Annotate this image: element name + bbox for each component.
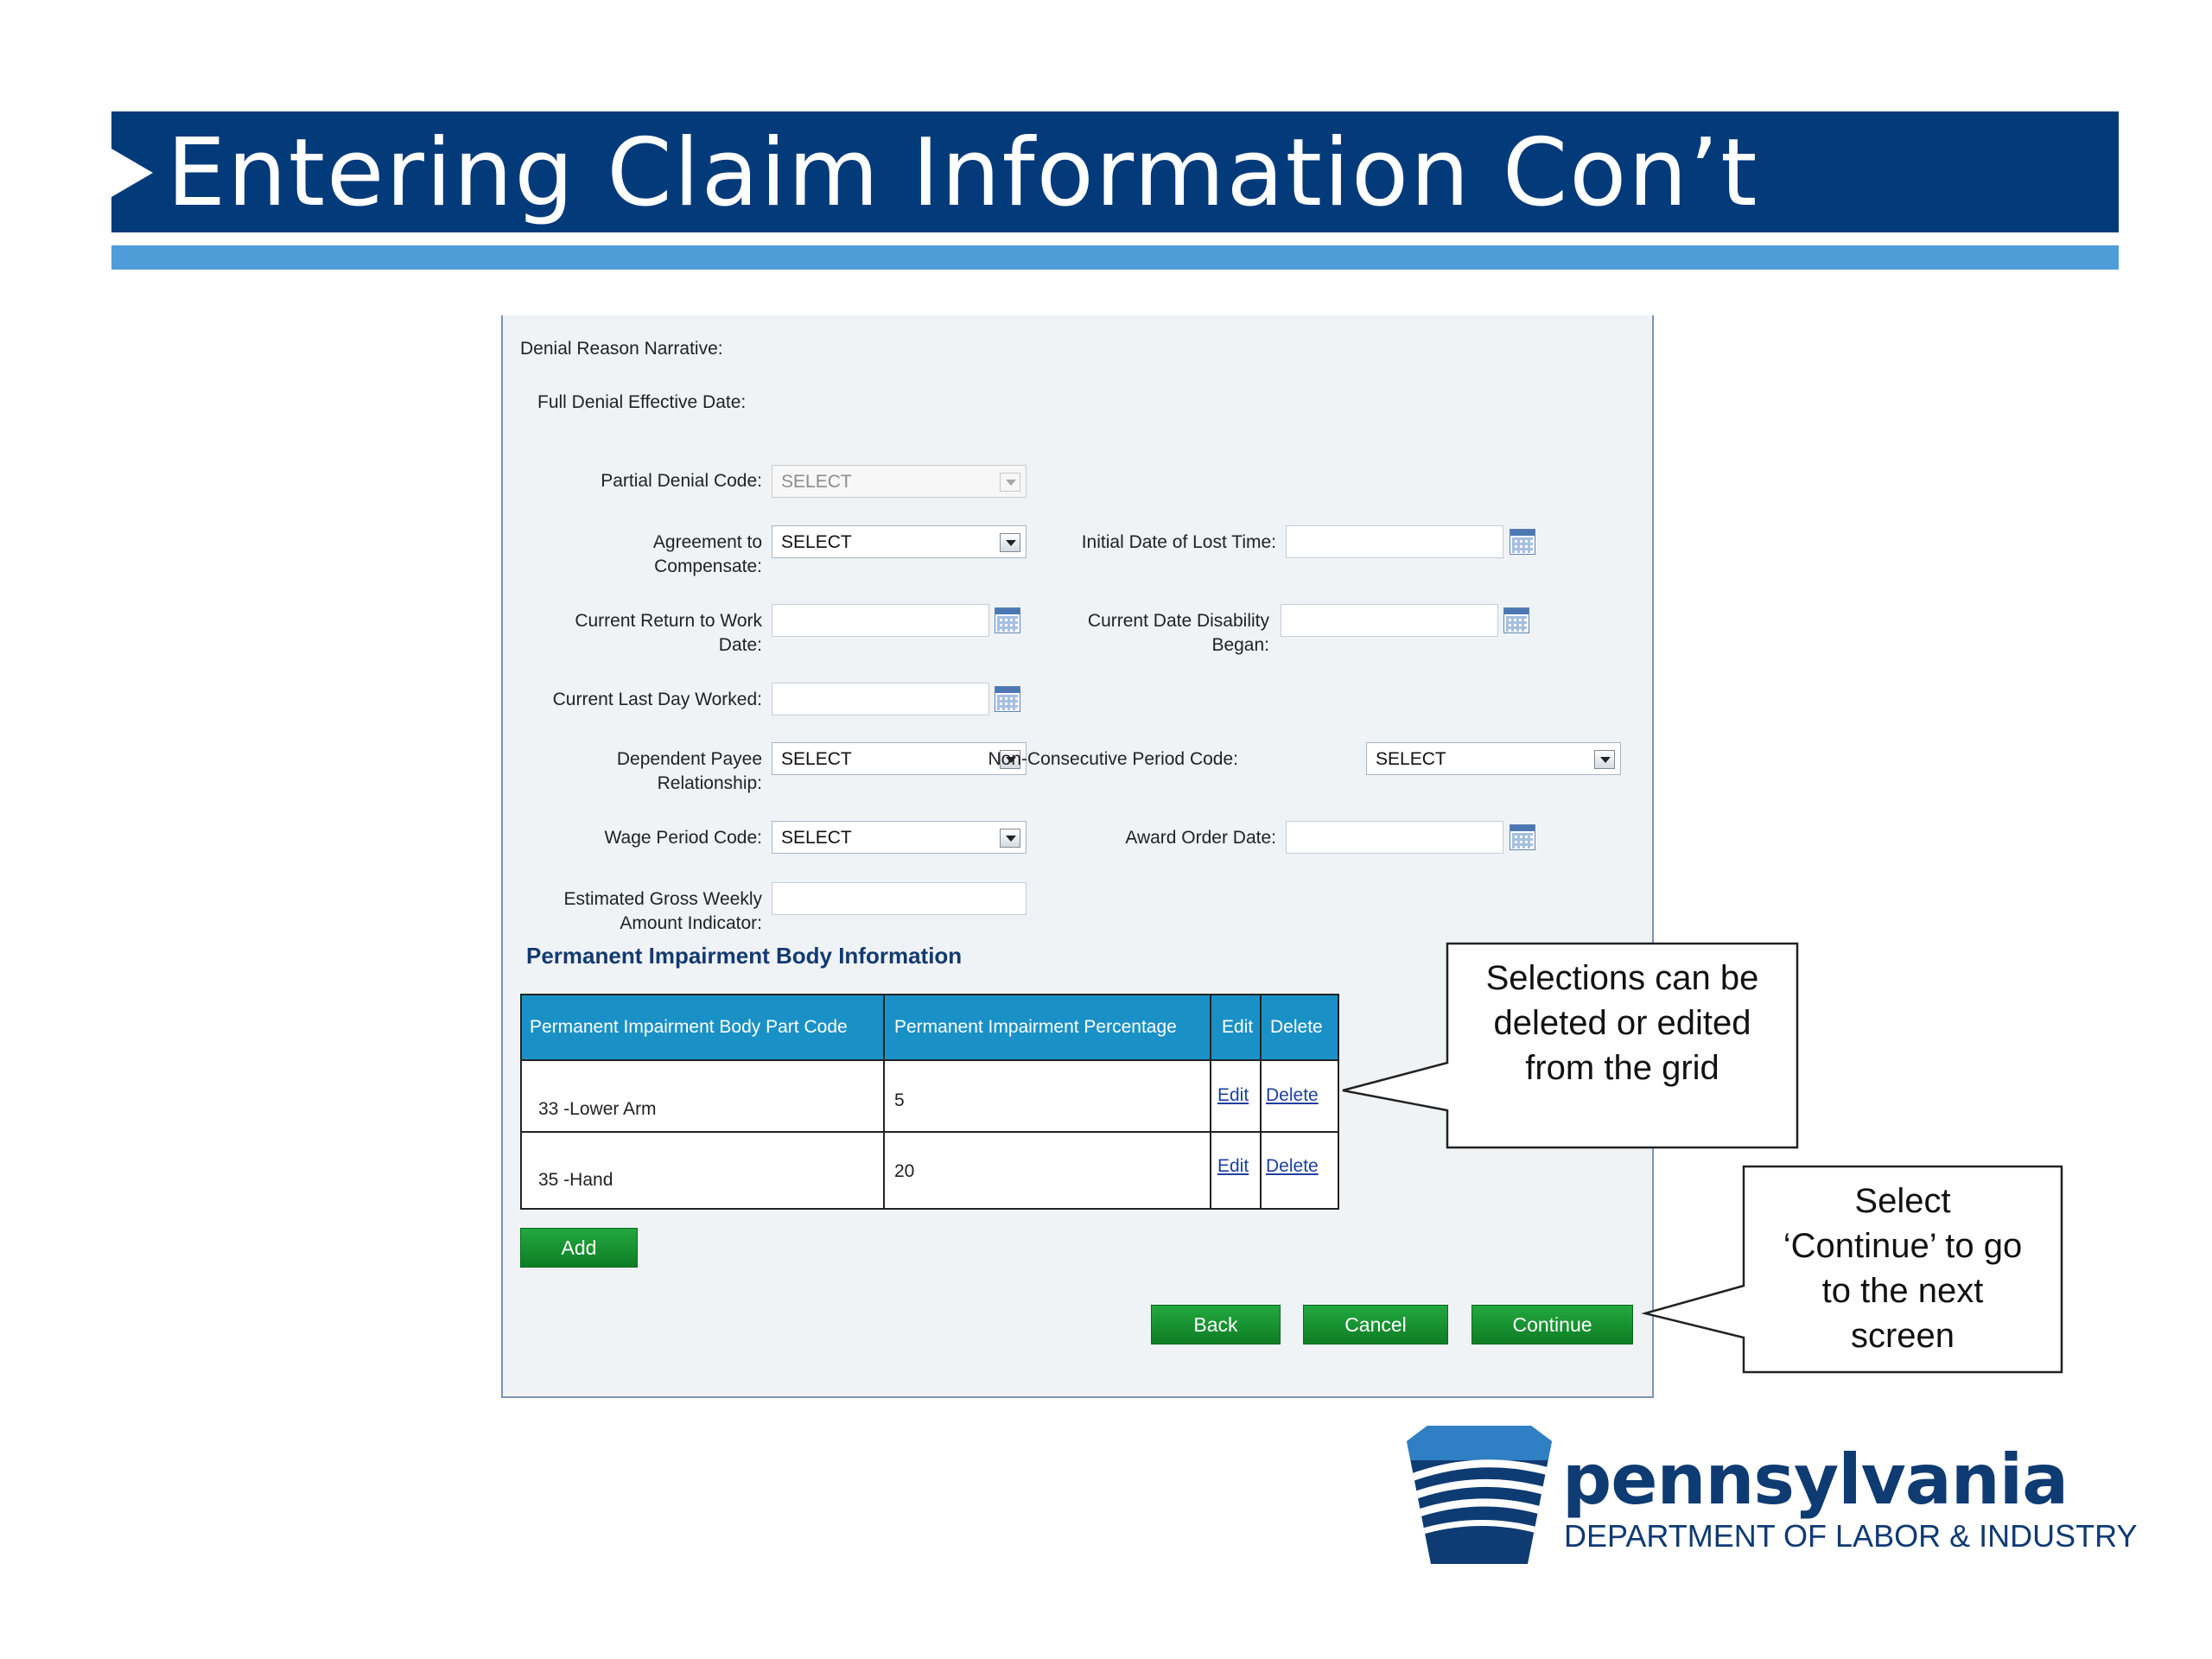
- grid-divider: [1210, 995, 1211, 1208]
- grid-divider: [522, 1059, 1338, 1061]
- add-button[interactable]: Add: [520, 1228, 638, 1268]
- agreement-to-compensate-label-line2: Compensate:: [654, 556, 762, 576]
- table-row-2-percentage: 20: [894, 1161, 915, 1181]
- chevron-down-icon: [1594, 750, 1615, 769]
- wage-period-code-value: SELECT: [781, 828, 852, 848]
- continue-note-callout: Select ‘Continue’ to go to the next scre…: [1744, 1179, 2062, 1358]
- table-row-2-edit-link[interactable]: Edit: [1217, 1156, 1249, 1176]
- callout-line: ‘Continue’ to go: [1783, 1227, 2023, 1265]
- callout-line: deleted or edited: [1493, 1004, 1751, 1042]
- partial-denial-code-select[interactable]: SELECT: [772, 465, 1027, 498]
- table-row-1-edit-link[interactable]: Edit: [1217, 1085, 1249, 1105]
- section-title: Permanent Impairment Body Information: [526, 943, 963, 969]
- estimated-gross-weekly-label-line2: Amount Indicator:: [620, 913, 762, 933]
- initial-date-of-lost-time-input[interactable]: [1286, 525, 1503, 558]
- non-consecutive-period-code-select[interactable]: SELECT: [1366, 742, 1621, 775]
- chevron-down-icon: [1000, 533, 1020, 552]
- current-date-disability-label-line2: Began:: [1211, 635, 1269, 655]
- grid-divider: [1260, 995, 1262, 1208]
- initial-date-of-lost-time-label: Initial Date of Lost Time:: [1081, 532, 1276, 552]
- current-last-day-worked-label: Current Last Day Worked:: [552, 690, 762, 709]
- cancel-button[interactable]: Cancel: [1303, 1305, 1448, 1344]
- dependent-payee-label-line1: Dependent Payee: [616, 749, 762, 769]
- grid-divider: [522, 1131, 1338, 1133]
- callout-line: Select: [1854, 1182, 1951, 1220]
- estimated-gross-weekly-label-line1: Estimated Gross Weekly: [563, 889, 762, 909]
- non-consecutive-period-code-label: Non-Consecutive Period Code:: [988, 749, 1239, 769]
- continue-note-callout-shape: [1642, 1165, 2063, 1374]
- dependent-payee-relationship-select[interactable]: SELECT: [772, 742, 1027, 775]
- calendar-icon[interactable]: [995, 607, 1020, 633]
- full-denial-effective-date-label: Full Denial Effective Date:: [537, 392, 747, 412]
- table-row-2-code: 35 -Hand: [538, 1170, 613, 1190]
- current-return-to-work-date-input[interactable]: [772, 604, 989, 637]
- callout-line: screen: [1850, 1317, 1955, 1355]
- grid-note-callout-shape: [1342, 942, 1799, 1149]
- grid-divider: [883, 995, 885, 1208]
- agreement-to-compensate-label-line1: Agreement to: [652, 532, 762, 552]
- callout-line: from the grid: [1525, 1049, 1719, 1087]
- slide-title: Entering Claim Information Con’t: [167, 119, 1759, 227]
- calendar-icon[interactable]: [1503, 607, 1529, 633]
- current-date-disability-label-line1: Current Date Disability: [1087, 611, 1269, 631]
- chevron-down-icon: [1000, 750, 1020, 769]
- partial-denial-code-value: SELECT: [781, 472, 852, 492]
- calendar-icon[interactable]: [995, 686, 1020, 712]
- grid-note-callout: Selections can be deleted or edited from…: [1447, 956, 1797, 1090]
- keystone-logo-icon: [1407, 1426, 1552, 1564]
- dependent-payee-label-line2: Relationship:: [657, 773, 762, 793]
- logo-department: DEPARTMENT OF LABOR & INDUSTRY: [1564, 1518, 2138, 1554]
- agreement-to-compensate-value: SELECT: [781, 532, 852, 552]
- partial-denial-code-label: Partial Denial Code:: [601, 471, 762, 491]
- continue-button[interactable]: Continue: [1471, 1305, 1633, 1344]
- current-date-disability-began-input[interactable]: [1281, 604, 1498, 637]
- column-header-percentage: Permanent Impairment Percentage: [894, 1017, 1177, 1037]
- wage-period-code-label: Wage Period Code:: [604, 828, 763, 848]
- non-consecutive-period-code-value: SELECT: [1376, 749, 1446, 769]
- back-button[interactable]: Back: [1151, 1305, 1281, 1344]
- callout-line: to the next: [1821, 1272, 1984, 1310]
- table-row-1-delete-link[interactable]: Delete: [1266, 1085, 1319, 1105]
- column-header-edit: Edit: [1222, 1017, 1254, 1037]
- current-return-to-work-label-line2: Date:: [718, 635, 762, 655]
- dependent-payee-relationship-value: SELECT: [781, 749, 852, 769]
- impairment-grid: Permanent Impairment Body Part Code Perm…: [520, 994, 1339, 1210]
- table-row-1-code: 33 -Lower Arm: [538, 1099, 657, 1119]
- estimated-gross-weekly-amount-input[interactable]: [772, 882, 1027, 915]
- award-order-date-input[interactable]: [1286, 821, 1503, 854]
- agreement-to-compensate-select[interactable]: SELECT: [772, 525, 1027, 558]
- column-header-delete: Delete: [1270, 1017, 1323, 1037]
- chevron-down-icon: [1000, 473, 1020, 492]
- denial-reason-narrative-label: Denial Reason Narrative:: [520, 339, 723, 359]
- title-chevron-icon: [111, 149, 153, 197]
- grid-header: [522, 995, 1338, 1059]
- current-return-to-work-label-line1: Current Return to Work: [575, 611, 762, 631]
- current-last-day-worked-input[interactable]: [772, 683, 989, 715]
- award-order-date-label: Award Order Date:: [1125, 828, 1276, 848]
- callout-line: Selections can be: [1485, 959, 1759, 997]
- logo-wordmark: pennsylvania: [1562, 1440, 2069, 1520]
- chevron-down-icon: [1000, 829, 1020, 848]
- wage-period-code-select[interactable]: SELECT: [772, 821, 1027, 854]
- table-row-1-percentage: 5: [894, 1090, 905, 1110]
- claim-form-panel: [501, 315, 1654, 1398]
- column-header-body-part-code: Permanent Impairment Body Part Code: [530, 1017, 848, 1037]
- table-row-2-delete-link[interactable]: Delete: [1266, 1156, 1319, 1176]
- calendar-icon[interactable]: [1510, 824, 1535, 850]
- calendar-icon[interactable]: [1510, 529, 1535, 555]
- title-bar: [111, 111, 2119, 232]
- title-underline: [111, 245, 2119, 270]
